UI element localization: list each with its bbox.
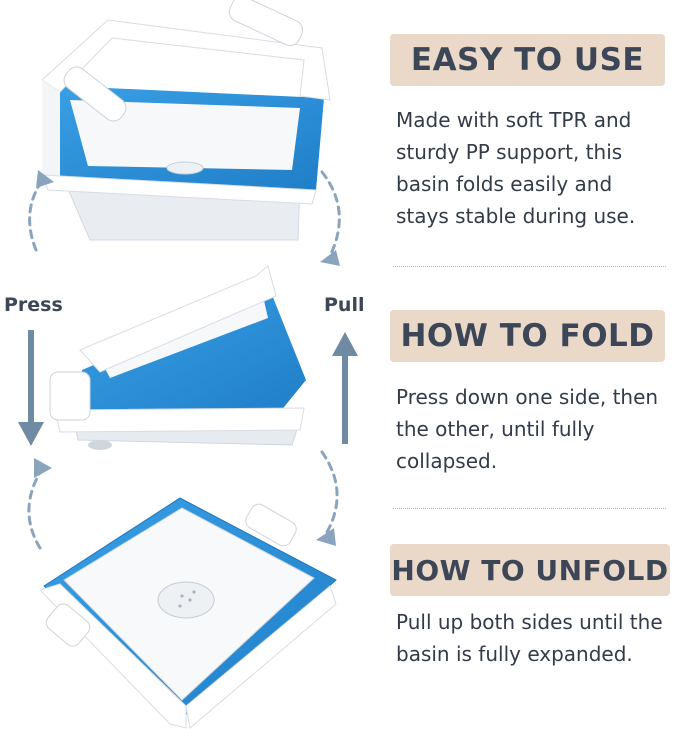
folding-basin-image [49,265,306,450]
curve-arrow-right-top [320,170,341,258]
divider [393,508,666,509]
expanded-basin-image [41,0,331,241]
collapsed-basin-image [39,497,337,729]
section-heading-how-to-fold: HOW TO FOLD [390,310,665,362]
curve-arrowhead-icon [320,250,340,266]
divider [393,266,666,267]
arrow-down-icon [18,330,44,446]
curve-arrowhead-icon [316,528,336,546]
curve-arrowhead-icon [36,170,54,188]
section-heading-how-to-unfold: HOW TO UNFOLD [390,544,670,596]
section-text-easy-to-use: Made with soft TPR and sturdy PP support… [396,108,636,228]
press-label: Press [4,294,63,316]
section-heading-easy-to-use: EASY TO USE [390,34,665,86]
curve-arrow-left-bottom [27,464,46,550]
pull-label: Pull [324,294,365,316]
arrow-up-icon [332,332,358,444]
curve-arrow-left-top [28,176,46,252]
curve-arrowhead-icon [34,458,52,478]
curve-arrow-right-bottom [320,450,339,536]
section-text-how-to-fold: Press down one side, then the other, unt… [396,385,659,473]
section-text-how-to-unfold: Pull up both sides until the basin is fu… [396,610,663,666]
